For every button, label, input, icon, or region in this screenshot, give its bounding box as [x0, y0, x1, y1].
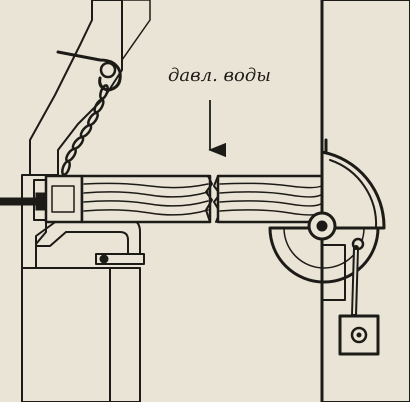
annotation-label: давл. воды [168, 65, 271, 86]
right-leaf-grain [219, 191, 325, 198]
left-wall-column [109, 267, 141, 402]
left-gate-leaf [44, 174, 213, 224]
left-leaf-grain [83, 182, 209, 189]
right-leaf-grain [219, 182, 325, 189]
right-gate-leaf [213, 174, 328, 224]
lever-rod-core [353, 249, 357, 315]
sector-upper [320, 150, 386, 230]
right-leaf-grain [219, 200, 325, 207]
hook-shape [56, 50, 122, 92]
left-leaf-grain [83, 200, 209, 207]
lower-hinge-pin [99, 254, 109, 264]
lever-arm [338, 237, 380, 356]
left-wall-top-hatch [121, 0, 151, 61]
hook [56, 50, 122, 92]
left-leaf-end [205, 175, 213, 223]
left-leaf-grain [83, 191, 209, 198]
pivot-sector [268, 150, 386, 284]
left-leaf-clamp-inner [51, 185, 75, 213]
sector-upper-rim [329, 159, 378, 229]
left-leaf-grain [83, 209, 209, 216]
sector-lower [268, 226, 380, 284]
lower-hinge-plate [95, 253, 145, 265]
lower-hinge [95, 253, 145, 265]
counterweight-pin-center [356, 332, 362, 338]
water-pressure-annotation: давл. воды [168, 65, 271, 158]
bolt-rod [0, 197, 41, 206]
left-wall-lower-hatch [21, 267, 111, 402]
hook-ring [99, 61, 117, 79]
bolt-head [35, 192, 47, 211]
pivot-pin [316, 220, 328, 232]
